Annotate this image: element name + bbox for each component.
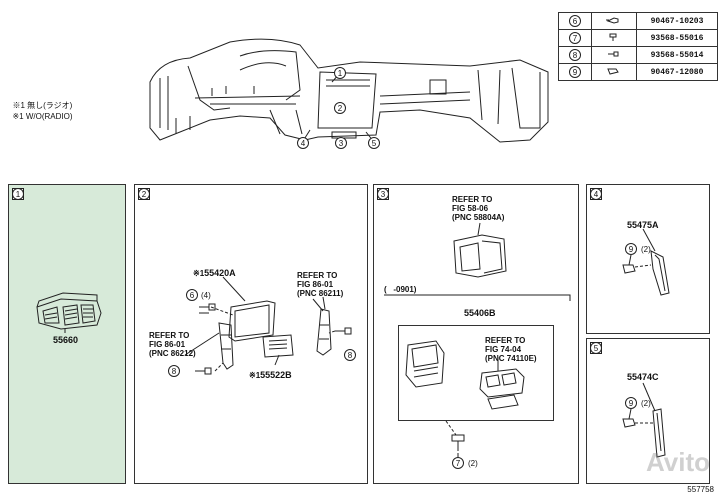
panel-4-number: 4	[590, 188, 602, 200]
center-cluster-drawing	[374, 185, 580, 485]
watermark: Avito	[645, 447, 710, 477]
panel-1: 1 55660	[8, 184, 126, 484]
bolt-icon	[604, 15, 624, 25]
panel-5-number-icon: 5	[590, 342, 602, 354]
part-55522b-label: ※155522B	[249, 370, 292, 381]
refer-74110e-line3: (PNC 74110E)	[485, 354, 537, 363]
note-2-mark: ※1	[12, 112, 24, 121]
callout-8-icon: 8	[569, 49, 581, 61]
image-id: 557758	[687, 485, 714, 494]
refer-86212-line1: REFER TO	[149, 331, 190, 340]
note-2: ※1 W/O(RADIO)	[8, 103, 73, 121]
callout-6-icon: 6	[569, 15, 581, 27]
panel-4-number-icon: 4	[590, 188, 602, 200]
panel-3: 3 REFER TO FIG 58-06 (PNC 58804A) ( -090…	[373, 184, 579, 484]
date-range: ( -0901)	[384, 285, 417, 294]
refer-86212-line2: FIG 86-01	[149, 340, 186, 349]
callout-6-icon: 6	[186, 289, 198, 301]
part-55522b-number: 55522B	[260, 370, 292, 380]
refer-74110e-line2: FIG 74-04	[485, 345, 522, 354]
overview-callout-1: 1	[334, 67, 346, 79]
note-1-mark: ※1	[12, 101, 25, 110]
panel-4: 4 55475A 9 (2)	[586, 184, 710, 334]
panel-1-number: 1	[12, 188, 24, 200]
refer-58804a-line3: (PNC 58804A)	[452, 213, 505, 222]
qty-7: (2)	[468, 459, 478, 468]
part-55406b-label: 55406B	[464, 308, 496, 318]
panel-1-number-icon: 1	[12, 188, 24, 200]
panel-5: 5 55474C 9 (2)	[586, 338, 710, 484]
callout-8-icon: 8	[168, 365, 180, 377]
note-mark: ※1	[249, 371, 261, 380]
note-1-text: 無し(ラジオ)	[27, 101, 73, 110]
qty-6: (4)	[201, 291, 211, 300]
overview-callout-3: 3	[335, 137, 347, 149]
side-panel-drawing	[587, 185, 711, 335]
refer-86211-line3: (PNC 86211)	[297, 289, 344, 298]
part-55660-label: 55660	[53, 335, 79, 345]
part-55475a-label: 55475A	[627, 220, 659, 230]
note-mark: ※1	[193, 269, 205, 278]
panel-2-number-icon: 2	[138, 188, 150, 200]
callout-7-icon: 7	[569, 32, 581, 44]
part-55406b-frame: REFER TO FIG 74-04 (PNC 74110E)	[398, 325, 554, 421]
part-55474c-label: 55474C	[627, 372, 659, 382]
screw-icon	[604, 49, 624, 59]
part-55420a-number: 55420A	[204, 268, 236, 278]
refer-86211-line2: FIG 86-01	[297, 280, 334, 289]
callout-7-icon: 7	[452, 457, 464, 469]
panel-3-number-icon: 3	[377, 188, 389, 200]
panel-2-number: 2	[138, 188, 150, 200]
screw-icon	[604, 32, 624, 42]
table-row: 7 93568-55016	[558, 29, 718, 47]
clip-icon	[604, 66, 624, 76]
table-row: 9 90467-12080	[558, 63, 718, 81]
panel-3-number: 3	[377, 188, 389, 200]
radio-bezel-drawing	[135, 185, 369, 485]
dashboard-overview-drawing	[0, 0, 720, 180]
callout-9-icon: 9	[625, 243, 637, 255]
overview-callout-4: 4	[297, 137, 309, 149]
overview-callout-5: 5	[368, 137, 380, 149]
air-vent-drawing	[9, 185, 127, 485]
note-2-text: W/O(RADIO)	[25, 112, 73, 121]
panel-5-number: 5	[590, 342, 602, 354]
refer-86211-line1: REFER TO	[297, 271, 338, 280]
panel-2: 2 ※155420A 6 (4) REFER TO FIG 86-01 (PNC…	[134, 184, 368, 484]
callout-9-icon: 9	[625, 397, 637, 409]
qty-9: (2)	[641, 399, 651, 408]
refer-74110e-line1: REFER TO	[485, 336, 526, 345]
qty-9: (2)	[641, 245, 651, 254]
note-1: ※1 無し(ラジオ)	[8, 92, 72, 110]
side-panel-drawing	[587, 339, 711, 485]
refer-86212-line3: (PNC 86212)	[149, 349, 196, 358]
part-55420a-label: ※155420A	[193, 268, 236, 279]
parts-table: 6 90467-10203 7 93568-55016 8 93568-5501…	[558, 12, 718, 81]
table-cell-ref: 8	[558, 46, 592, 64]
refer-58804a-line1: REFER TO	[452, 195, 493, 204]
refer-58804a-line2: FIG 58-06	[452, 204, 489, 213]
overview-callout-2: 2	[334, 102, 346, 114]
part-number: 90467-12080	[636, 63, 718, 81]
callout-9-icon: 9	[569, 66, 581, 78]
callout-8-icon: 8	[344, 349, 356, 361]
